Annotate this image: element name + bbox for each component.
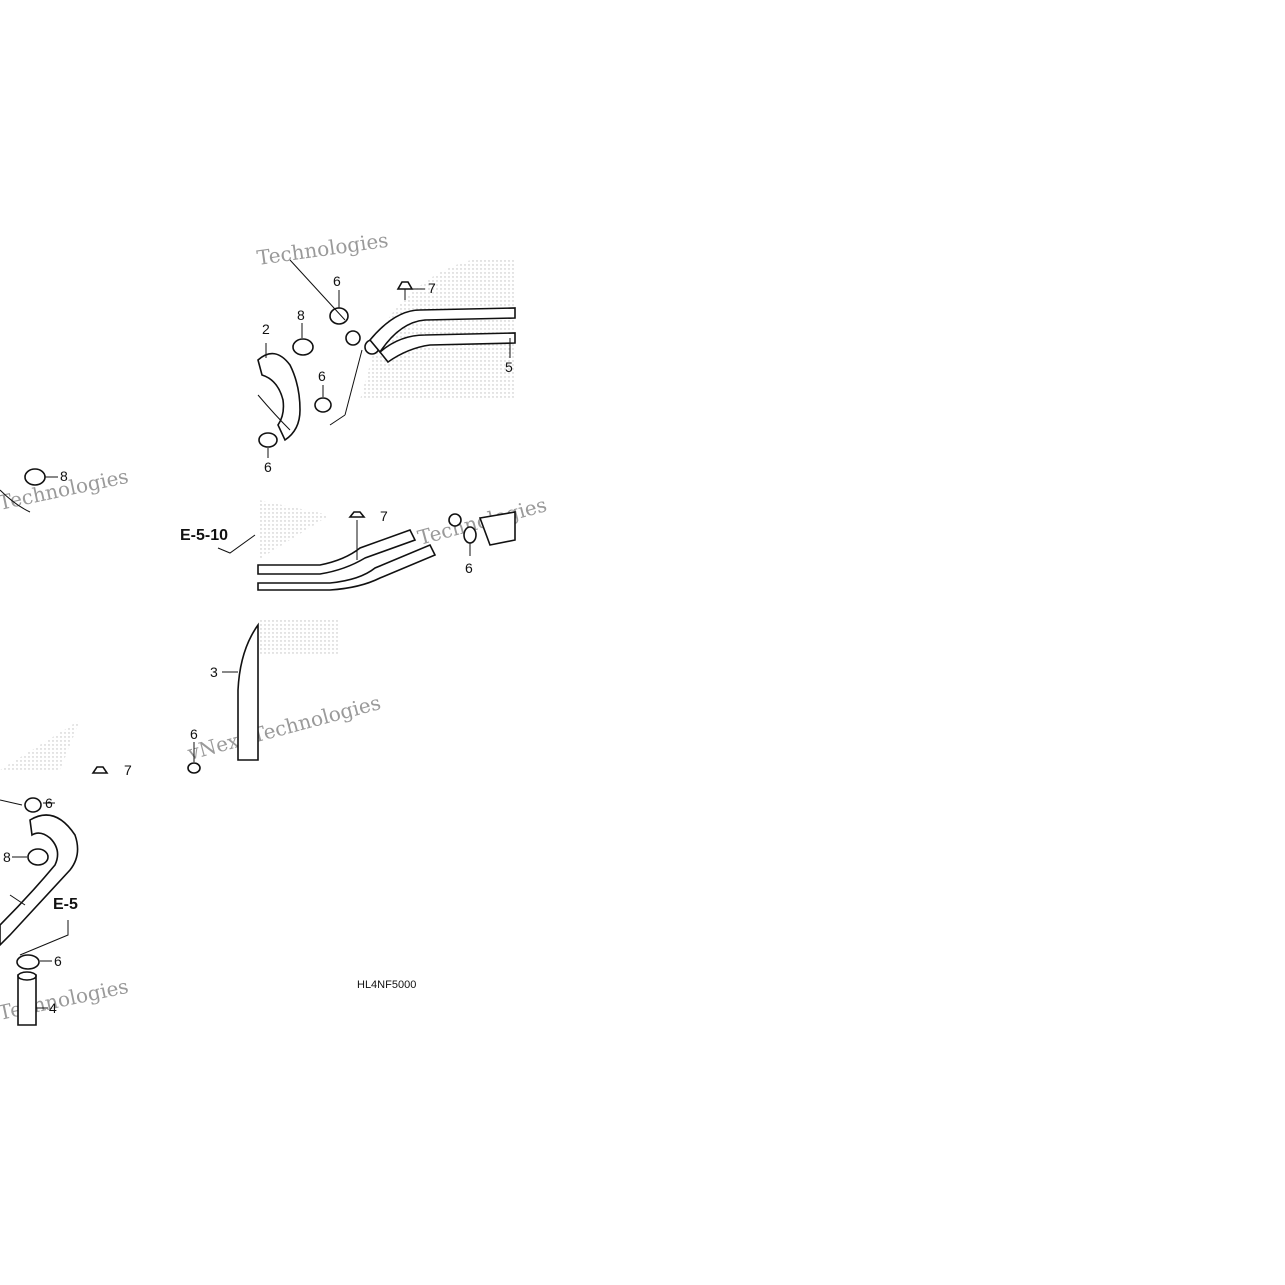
callout-4: 4 xyxy=(49,1000,57,1016)
callout-6: 6 xyxy=(465,560,473,576)
callout-7: 7 xyxy=(380,508,388,524)
section-ref-e-5: E-5 xyxy=(53,896,78,913)
hose-2 xyxy=(257,352,301,442)
section-ref-e-5-10: E-5-10 xyxy=(180,527,228,544)
bottom-left-panel: 6 8 E-5 6 4 xyxy=(0,795,79,1026)
watermark-dot-regions xyxy=(0,258,515,770)
hose-4 xyxy=(17,974,37,1026)
callout-8: 8 xyxy=(3,849,11,865)
callout-6: 6 xyxy=(264,459,272,475)
hose-4-upper xyxy=(0,814,79,947)
bolt-7-icon xyxy=(396,281,414,290)
hose-3 xyxy=(237,622,259,761)
clamp-6-icon xyxy=(314,397,332,413)
bolt-7-icon xyxy=(348,511,366,518)
clamp-6-icon xyxy=(258,432,278,448)
clamp-6-icon xyxy=(329,307,349,325)
bolt-7-icon xyxy=(91,766,109,774)
pipe-5-middle xyxy=(257,529,417,575)
callout-6: 6 xyxy=(333,273,341,289)
watermark-text: Technologies xyxy=(255,228,389,270)
pipe-end-icon xyxy=(345,330,361,346)
pipe-5 xyxy=(368,307,516,354)
callout-8: 8 xyxy=(60,468,68,484)
callout-8: 8 xyxy=(297,307,305,323)
middle-panel: E-5-10 7 6 8 xyxy=(0,468,516,591)
callout-6: 6 xyxy=(54,953,62,969)
clamp-6-icon xyxy=(16,954,40,970)
clamp-6-icon xyxy=(24,797,42,813)
callout-7: 7 xyxy=(428,280,436,296)
callout-3: 3 xyxy=(210,664,218,680)
callout-6: 6 xyxy=(318,368,326,384)
watermark-text: vNext Technologies xyxy=(184,690,383,765)
callout-6: 6 xyxy=(190,726,198,742)
clamp-8-icon xyxy=(292,338,314,356)
diagram-code: HL4NF5000 xyxy=(357,979,416,991)
clamp-8-icon xyxy=(24,468,46,486)
clamp-6-icon xyxy=(187,762,201,774)
callout-2: 2 xyxy=(262,321,270,337)
callout-6: 6 xyxy=(45,795,53,811)
callout-7: 7 xyxy=(124,762,132,778)
clamp-icon xyxy=(448,513,462,527)
clamp-6-icon xyxy=(463,526,477,544)
callout-5: 5 xyxy=(505,359,513,375)
hose-3-fragment: 3 6 7 xyxy=(91,622,259,778)
top-panel: 2 8 6 7 6 6 5 xyxy=(257,259,516,475)
clamp-8-icon xyxy=(27,848,49,866)
